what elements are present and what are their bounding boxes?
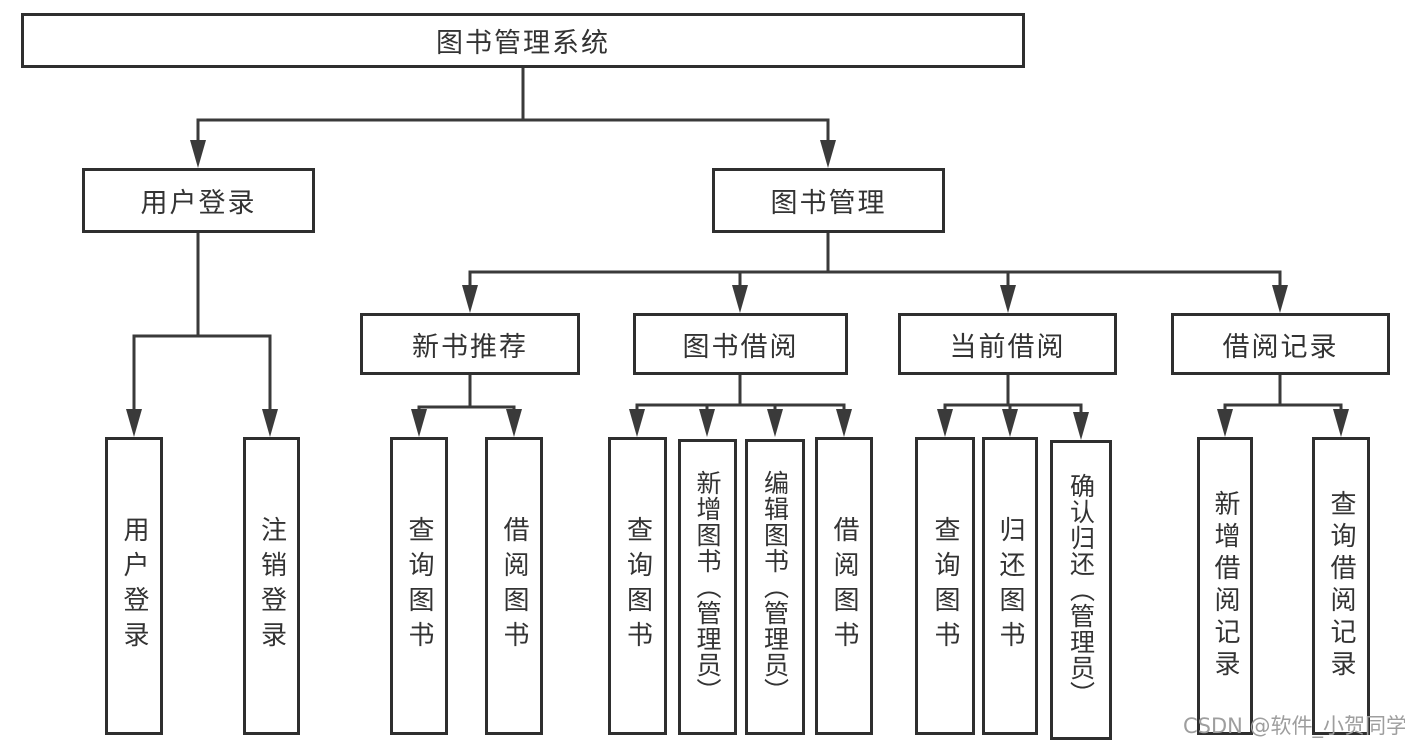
connector-book-management-to-level3 [462, 233, 1288, 313]
node-user-login: 用户登录 [82, 168, 315, 233]
connector-book-borrow-to-leaves [629, 375, 852, 437]
leaf-add-books-admin: 新增图书（管理员） [678, 439, 737, 735]
node-root: 图书管理系统 [21, 13, 1025, 68]
leaf-query-books-1: 查询图书 [390, 437, 448, 735]
arrowhead [1217, 409, 1233, 437]
arrowhead [937, 409, 953, 437]
leaf-confirm-return-admin: 确认归还（管理员） [1050, 440, 1112, 740]
leaf-logout: 注销登录 [243, 437, 300, 735]
arrowhead [1333, 409, 1349, 437]
leaf-return-books: 归还图书 [982, 437, 1038, 735]
arrowhead [629, 409, 645, 437]
leaf-edit-books-admin: 编辑图书（管理员） [745, 439, 805, 735]
csdn-watermark: CSDN @软件_小贺同学 [1183, 714, 1405, 738]
node-current-borrow: 当前借阅 [898, 313, 1117, 375]
leaf-borrow-books-2: 借阅图书 [815, 437, 873, 735]
arrowhead [462, 285, 478, 313]
connector-new-book-to-leaves [411, 375, 522, 437]
connector-current-borrow-to-leaves [937, 375, 1089, 440]
leaf-query-books-2: 查询图书 [608, 437, 667, 735]
arrowhead [506, 409, 522, 437]
leaf-user-login: 用户登录 [105, 437, 163, 735]
arrowhead [126, 409, 142, 437]
arrowhead [732, 285, 748, 313]
arrowhead [262, 409, 278, 437]
arrowhead [836, 409, 852, 437]
leaf-borrow-books-1: 借阅图书 [485, 437, 543, 735]
arrowhead [699, 409, 715, 437]
node-book-management: 图书管理 [712, 168, 945, 233]
arrowhead [767, 409, 783, 437]
node-borrow-records: 借阅记录 [1171, 313, 1390, 375]
arrowhead [1002, 409, 1018, 437]
arrowhead [1000, 285, 1016, 313]
leaf-add-borrow-record: 新增借阅记录 [1197, 437, 1253, 735]
arrowhead [1272, 285, 1288, 313]
connector-borrow-records-to-leaves [1217, 375, 1349, 437]
node-book-borrow: 图书借阅 [633, 313, 848, 375]
connector-user-login-to-leaves [126, 233, 278, 437]
node-new-book-recommend: 新书推荐 [360, 313, 580, 375]
arrowhead [820, 140, 836, 168]
leaf-query-books-3: 查询图书 [915, 437, 975, 735]
connector-root-to-level2 [190, 68, 836, 168]
arrowhead [411, 409, 427, 437]
arrowhead [190, 140, 206, 168]
arrowhead [1073, 412, 1089, 440]
leaf-query-borrow-record: 查询借阅记录 [1312, 437, 1370, 735]
